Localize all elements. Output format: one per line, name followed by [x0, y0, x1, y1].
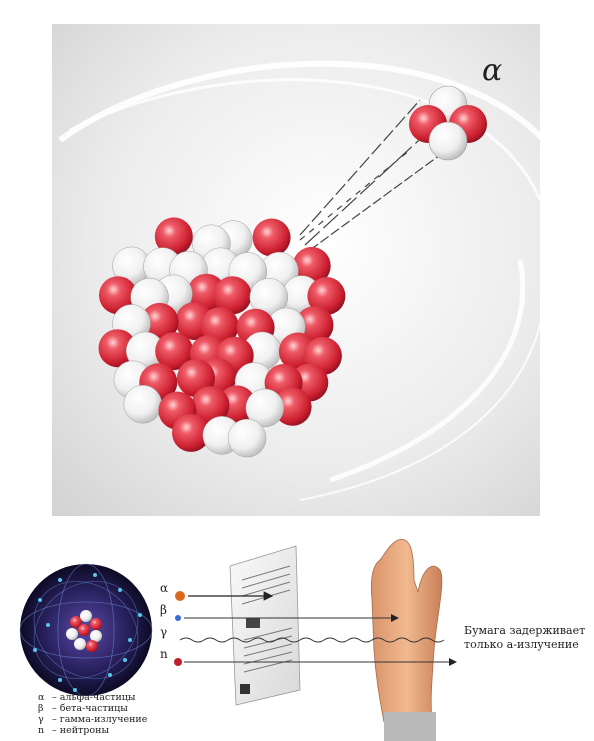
neutron-ball	[245, 388, 285, 428]
alpha-particle	[409, 85, 487, 161]
alpha-trajectory-lines	[299, 99, 441, 251]
legend-symbol-neutron: n	[38, 725, 44, 736]
proton-ball	[140, 302, 179, 341]
ray-label-beta: β	[160, 603, 167, 617]
proton-ball	[213, 276, 252, 315]
atomic-nucleus	[98, 217, 346, 458]
legend-symbol-gamma: γ	[38, 714, 44, 725]
proton-ball	[273, 387, 312, 426]
proton-ball	[252, 218, 291, 257]
proton-ball	[191, 386, 230, 425]
legend-text-neutron: – нейтроны	[52, 725, 109, 736]
caption-line-1: Бумага задерживает	[464, 624, 585, 637]
sphere-dots	[33, 573, 142, 692]
proton-ball	[155, 332, 194, 371]
legend-text-beta: – бета-частицы	[52, 703, 128, 714]
orbit-swoosh-3	[329, 259, 526, 483]
legend-text-alpha: – альфа-частицы	[52, 692, 136, 703]
proton-ball	[307, 277, 346, 315]
alpha-decay-panel: α	[52, 24, 563, 516]
legend-symbol-alpha: α	[38, 692, 45, 703]
caption-line-2: только а-излучение	[464, 638, 579, 651]
orbit-swoosh-4	[299, 249, 548, 501]
legend-text-gamma: – гамма-излучение	[52, 714, 148, 725]
proton-ball	[154, 217, 193, 256]
proton-ball	[98, 329, 137, 368]
penetration-panel: α β γ n	[19, 538, 585, 741]
ray-label-neutron: n	[160, 647, 168, 661]
neutron-dot	[174, 658, 182, 666]
neutron-ball	[123, 384, 163, 424]
small-nucleus	[66, 610, 102, 652]
orbit-swoosh-2	[69, 78, 542, 201]
orbit-swoosh	[58, 60, 563, 162]
proton-ball	[217, 385, 256, 424]
alpha-dot	[175, 591, 185, 601]
proton-ball	[172, 413, 210, 452]
beta-dot	[175, 615, 181, 621]
hand	[370, 538, 443, 741]
ray-label-alpha: α	[160, 581, 168, 595]
radioactive-source-sphere	[19, 563, 153, 697]
legend-symbol-beta: β	[38, 703, 44, 714]
paper-sheet	[229, 545, 301, 706]
ray-label-gamma: γ	[160, 625, 167, 639]
alpha-symbol-label: α	[482, 53, 502, 88]
neutron-ball	[227, 418, 267, 458]
legend: α – альфа-частицы β – бета-частицы γ – г…	[38, 692, 148, 736]
gamma-ray-wave	[179, 637, 445, 643]
